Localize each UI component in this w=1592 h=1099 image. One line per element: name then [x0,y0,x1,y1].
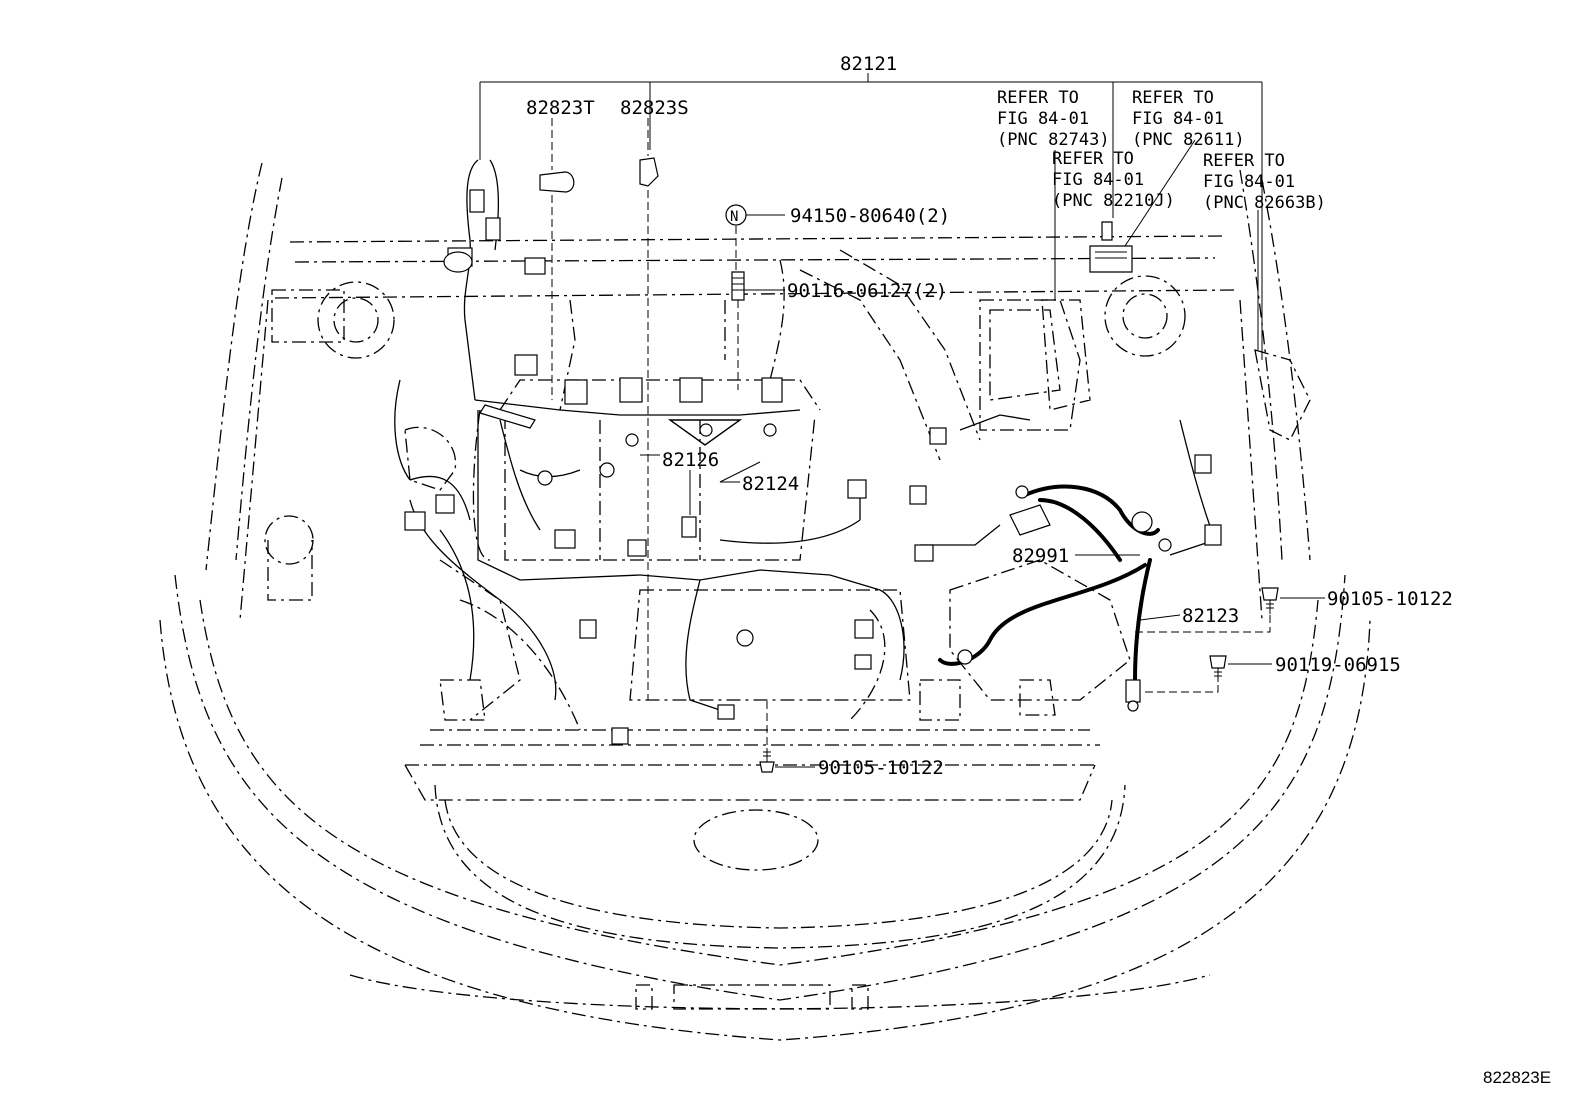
label-82823t: 82823T [526,97,595,119]
label-bolt-right: 90105-10122 [1327,588,1453,610]
label-bolt-bottom: 90105-10122 [818,757,944,779]
figure-id: 822823E [1483,1068,1551,1087]
part-icons [539,157,1279,773]
part-labels: 82121 82823T 82823S N 94150-80640(2) 901… [526,53,1551,1087]
label-82126: 82126 [662,449,719,471]
svg-text:FIG 84-01: FIG 84-01 [1203,172,1295,192]
svg-text:(PNC 82743): (PNC 82743) [997,130,1110,150]
bolt-mid-icon [1209,655,1227,669]
label-82121: 82121 [840,53,897,75]
label-stud-bolt: 90116-06127(2) [787,280,947,302]
svg-text:FIG 84-01: FIG 84-01 [1132,109,1224,129]
svg-text:FIG 84-01: FIG 84-01 [997,109,1089,129]
battery-cables [938,484,1172,712]
clamp-t-icon [539,171,575,193]
stud-bolt-icon [731,271,745,301]
wire-harness [394,159,1222,745]
label-82123: 82123 [1182,605,1239,627]
svg-text:FIG 84-01: FIG 84-01 [1052,170,1144,190]
ref-note-82210j: REFER TO FIG 84-01 (PNC 82210J) [1052,149,1175,211]
vehicle-body-outline [159,162,1371,1041]
svg-text:REFER TO: REFER TO [1052,149,1134,169]
svg-text:(PNC 82210J): (PNC 82210J) [1052,191,1175,211]
leader-lines [479,73,1325,768]
svg-text:REFER TO: REFER TO [997,88,1079,108]
label-bolt-mid: 90119-06915 [1275,654,1401,676]
svg-text:REFER TO: REFER TO [1203,151,1285,171]
clamp-s-icon [639,157,659,187]
label-82124: 82124 [742,473,799,495]
ref-note-82663b: REFER TO FIG 84-01 (PNC 82663B) [1203,151,1326,213]
label-nut: 94150-80640(2) [790,205,950,227]
svg-text:(PNC 82663B): (PNC 82663B) [1203,193,1326,213]
relay-icon [1089,245,1133,273]
ref-note-82611: REFER TO FIG 84-01 (PNC 82611) [1132,88,1245,150]
fuse-icon [1101,221,1113,241]
ref-note-82743: REFER TO FIG 84-01 (PNC 82743) [997,88,1110,150]
bolt-right-icon [1261,587,1279,601]
label-82823s: 82823S [620,97,689,119]
nut-symbol: N [730,209,738,225]
engine-components [264,249,1311,731]
label-82991: 82991 [1012,545,1069,567]
svg-text:(PNC 82611): (PNC 82611) [1132,130,1245,150]
svg-text:REFER TO: REFER TO [1132,88,1214,108]
bolt-bottom-icon [759,761,775,773]
